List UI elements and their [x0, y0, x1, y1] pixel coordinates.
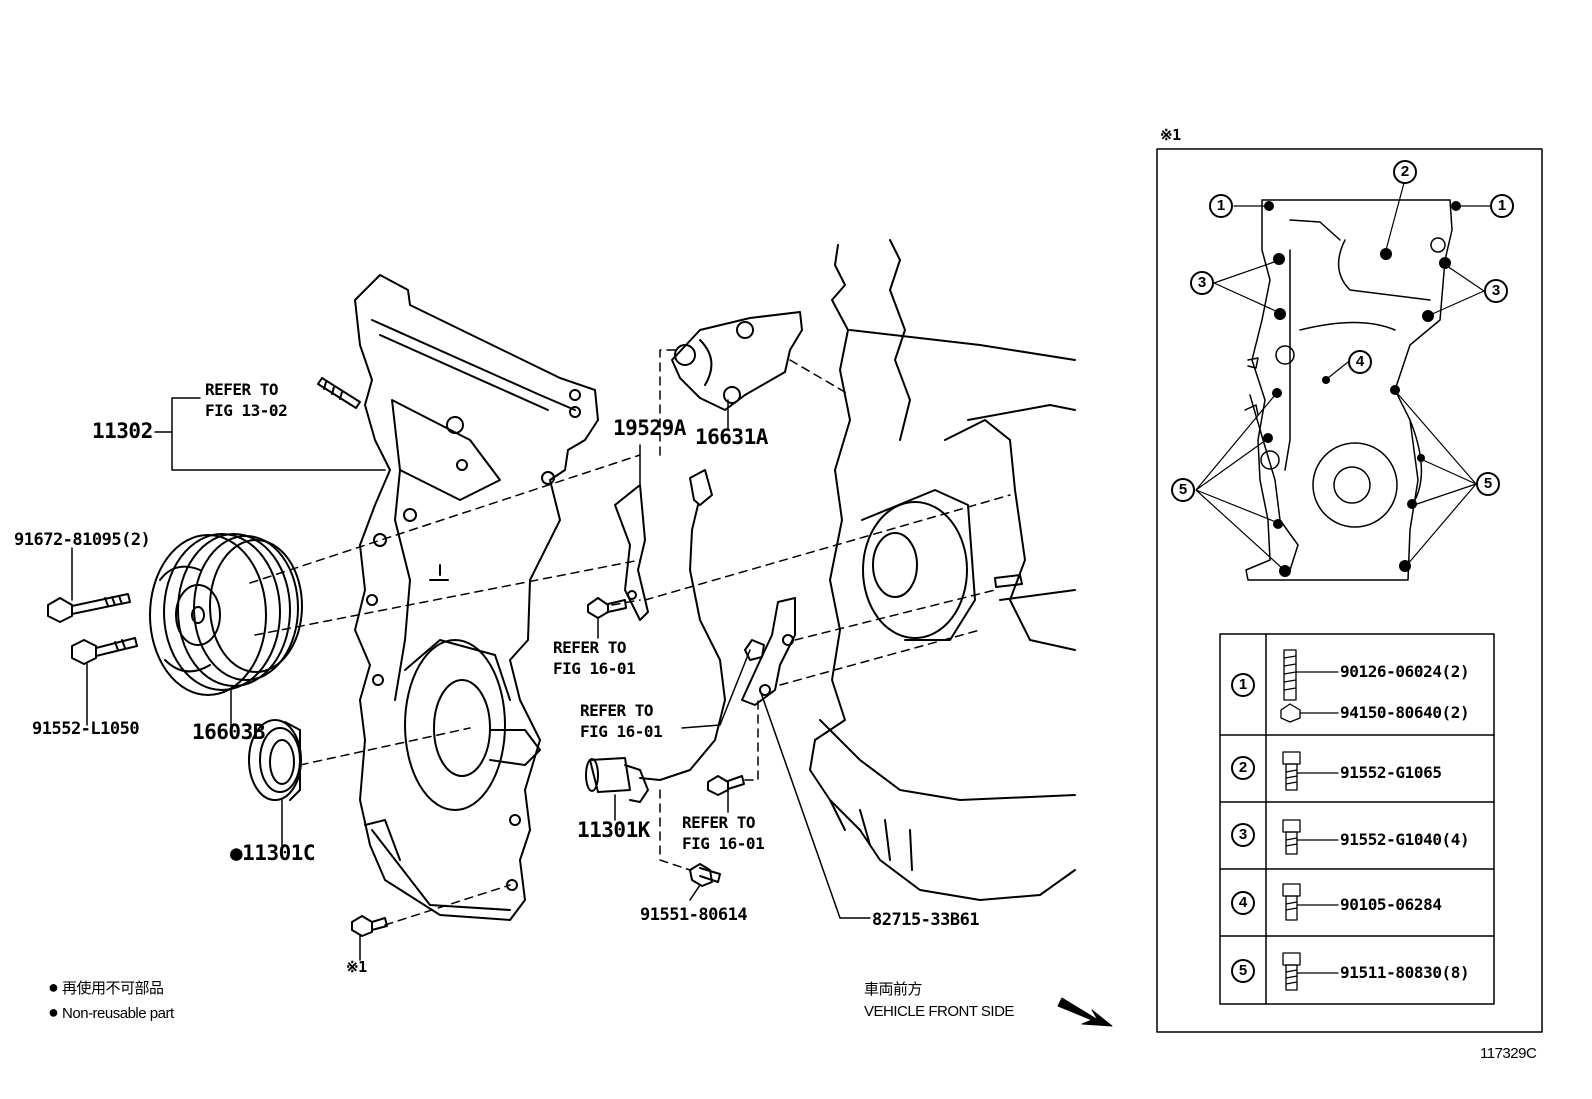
bolts-drawing [47, 377, 765, 937]
front-jp: 車両前方 [864, 981, 923, 998]
table-row-3-number: 3 [1231, 823, 1255, 847]
table-row-5-number: 5 [1231, 959, 1255, 983]
part-label-82715-33b61: 82715-33B61 [872, 910, 980, 930]
leader-lines [71, 397, 871, 961]
inset-mark-1: ※1 [1160, 126, 1181, 144]
pulley-drawing [149, 533, 303, 696]
non-reusable-dot-icon: ● [230, 841, 243, 865]
callout-3-right: 3 [1484, 279, 1508, 303]
callout-1-right: 1 [1490, 194, 1514, 218]
bracket-drawing [614, 311, 803, 621]
refer-label-fig-16-01-c: REFER TO FIG 16-01 [682, 813, 765, 853]
sensor-drawing [585, 469, 726, 803]
legend-jp-text: 再使用不可部品 [62, 980, 164, 997]
legend-en: ● Non-reusable part [48, 1003, 174, 1021]
table-row-2-number: 2 [1231, 756, 1255, 780]
table-row-1-number: 1 [1231, 673, 1255, 697]
diagram-code: 117329C [1480, 1045, 1537, 1062]
table-row-1-part-a: 90126-06024(2) [1340, 662, 1470, 681]
part-label-11301c-text: 11301C [242, 841, 316, 865]
part-label-16631a: 16631A [695, 425, 768, 449]
table-row-4-number: 4 [1231, 891, 1255, 915]
engine-block-drawing [809, 239, 1076, 901]
part-label-19529a: 19529A [613, 416, 686, 440]
dashed-lines [249, 349, 1011, 926]
callout-1-left: 1 [1209, 194, 1233, 218]
part-label-91551-80614: 91551-80614 [640, 905, 748, 925]
legend-jp: ● 再使用不可部品 [48, 978, 164, 996]
front-arrow-icon [1057, 997, 1113, 1027]
inset-bolt-dots [1263, 201, 1461, 577]
inset-leader-lines [1195, 182, 1491, 570]
table-row-2-part: 91552-G1065 [1340, 763, 1442, 782]
table-row-3-part: 91552-G1040(4) [1340, 830, 1470, 849]
part-label-11301c: ●11301C [230, 841, 316, 865]
part-label-91552-l1050: 91552-L1050 [32, 719, 140, 739]
oil-seal-drawing [248, 719, 302, 801]
callout-5-left: 5 [1171, 478, 1195, 502]
part-label-11302: 11302 [92, 419, 153, 443]
legend-dot-icon: ● [48, 977, 59, 997]
refer-label-fig-16-01-b: REFER TO FIG 16-01 [580, 701, 663, 741]
parts-table-grid [1219, 633, 1495, 1005]
refer-label-fig-16-01-a: REFER TO FIG 16-01 [553, 638, 636, 678]
table-row-5-part: 91511-80830(8) [1340, 963, 1470, 982]
part-label-91672-81095: 91672-81095(2) [14, 530, 151, 550]
front-en: VEHICLE FRONT SIDE [864, 1003, 1014, 1020]
legend-dot-icon-2: ● [48, 1002, 59, 1022]
callout-5-right: 5 [1476, 472, 1500, 496]
legend-en-text: Non-reusable part [62, 1005, 174, 1022]
timing-cover-drawing [354, 274, 599, 921]
part-label-16603b: 16603B [192, 720, 265, 744]
table-row-4-part: 90105-06284 [1340, 895, 1442, 914]
note-mark-1: ※1 [346, 958, 367, 976]
callout-2: 2 [1393, 160, 1417, 184]
callout-4: 4 [1348, 350, 1372, 374]
refer-label-fig-13-02: REFER TO FIG 13-02 [205, 380, 288, 420]
table-row-1-part-b: 94150-80640(2) [1340, 703, 1470, 722]
callout-3-left: 3 [1190, 271, 1214, 295]
part-label-11301k: 11301K [577, 818, 650, 842]
inset-frame [1156, 148, 1543, 1033]
table-bolt-icons [1280, 649, 1339, 991]
